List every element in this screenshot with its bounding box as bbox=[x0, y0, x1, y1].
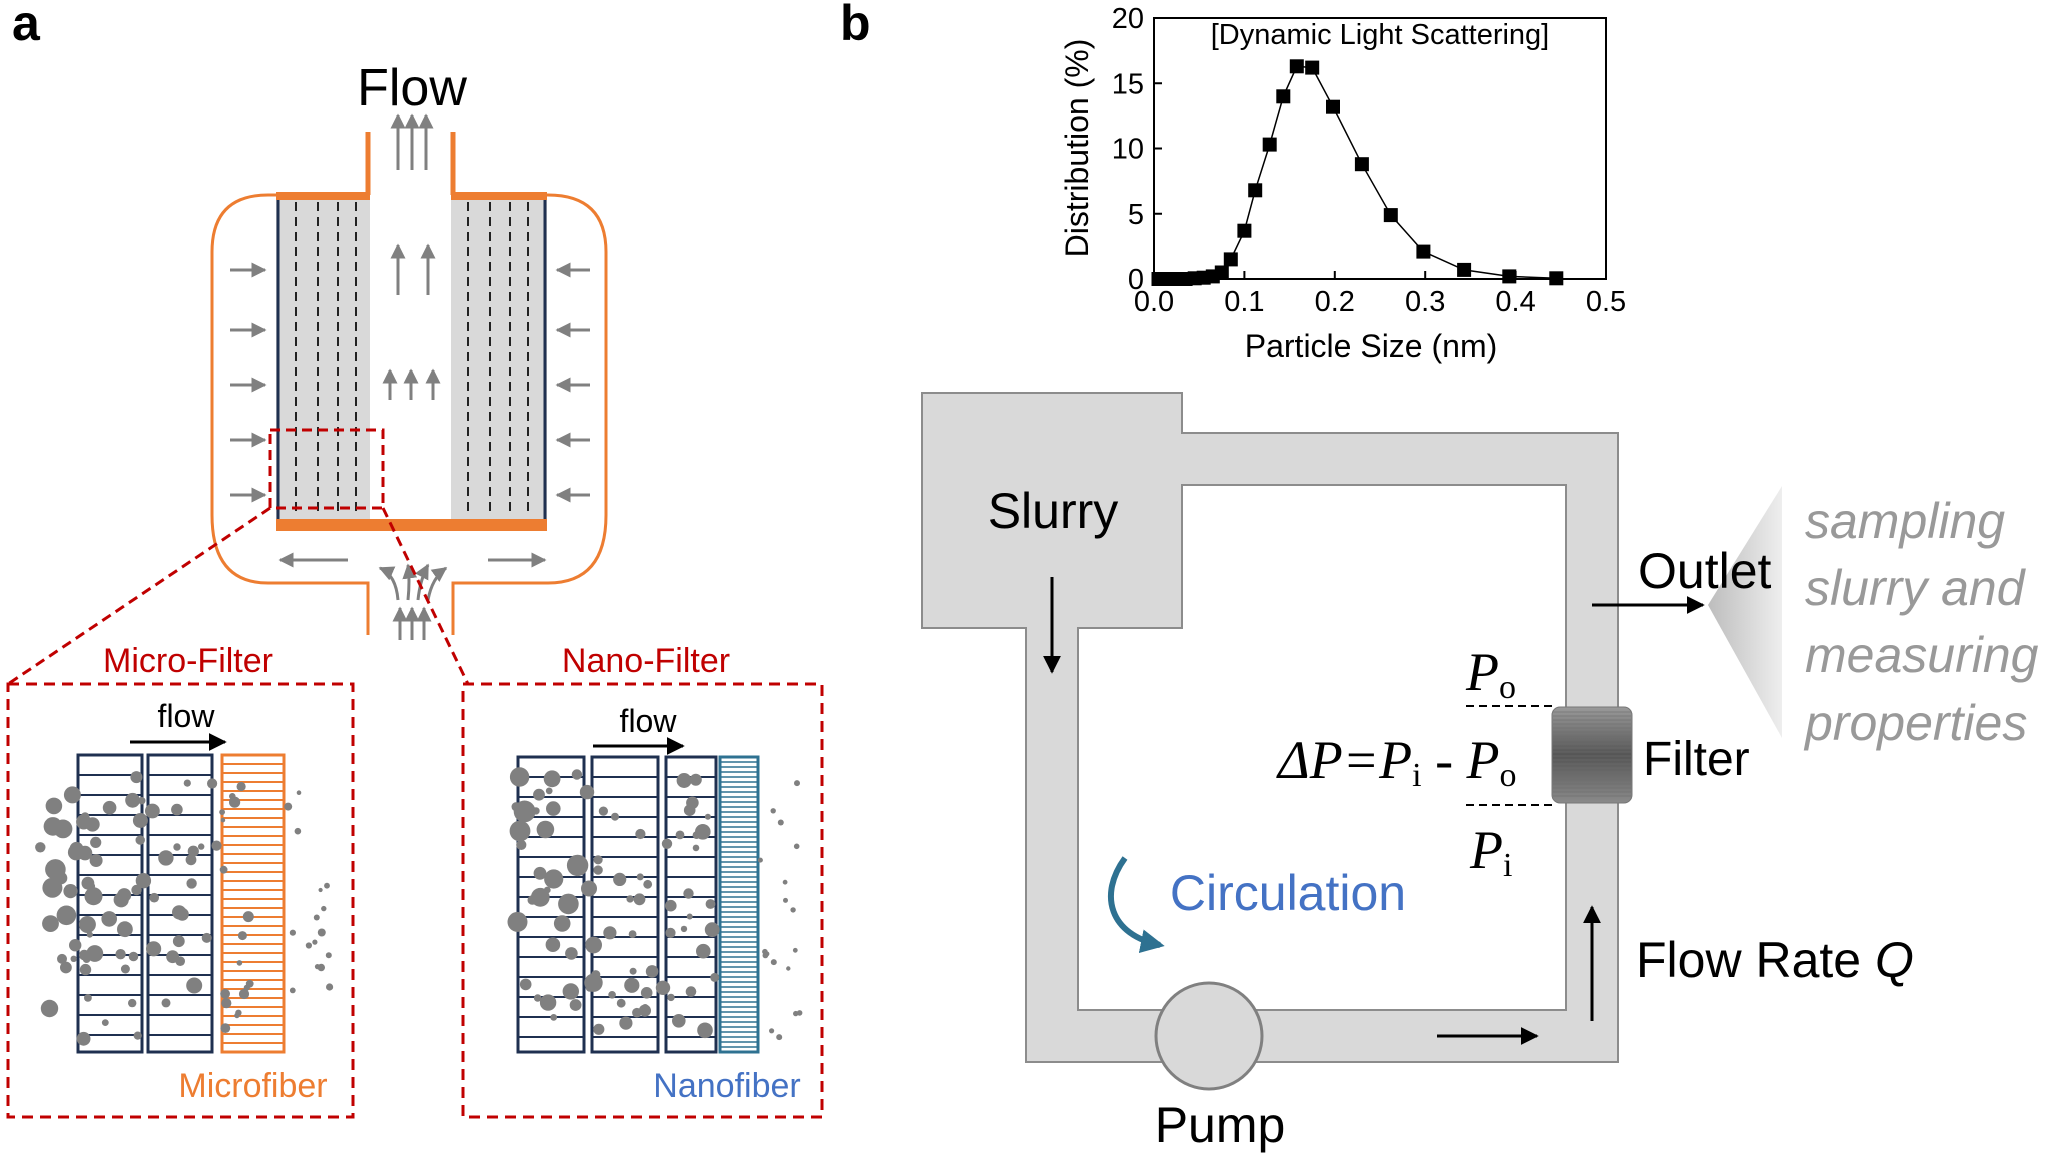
sampling-line-2: slurry and bbox=[1805, 560, 2027, 616]
sampling-line-4: properties bbox=[1803, 695, 2027, 751]
filter-media-left bbox=[276, 200, 370, 519]
nano-layer-2 bbox=[590, 755, 660, 1054]
p-inlet-label: Pi bbox=[1469, 820, 1512, 884]
chart-point bbox=[1305, 60, 1320, 75]
nano-filter-detail: Nano-Filter flow Nanofiber bbox=[461, 642, 824, 1119]
pipe-segment-6 bbox=[1026, 628, 1078, 1062]
chart-point bbox=[1248, 183, 1263, 198]
x-tick-label: 0.1 bbox=[1224, 286, 1264, 318]
nano-filter-title: Nano-Filter bbox=[562, 642, 730, 680]
pump-label: Pump bbox=[1155, 1097, 1286, 1153]
zoom-leader-left bbox=[7, 506, 271, 686]
nano-layer-1 bbox=[516, 755, 586, 1054]
chart-series-points bbox=[1151, 59, 1564, 286]
chart-ticks: 0.0 0.1 0.2 0.3 0.4 0.5 0 5 10 15 20 bbox=[1112, 3, 1626, 318]
chart-xlabel: Particle Size (nm) bbox=[1245, 328, 1498, 364]
circulation-pipe bbox=[921, 392, 1782, 1091]
filter-housing: Flow bbox=[7, 59, 608, 686]
panel-b-label: b bbox=[840, 0, 871, 51]
micro-filter-detail: Micro-Filter flow Microfiber bbox=[6, 642, 355, 1119]
sampling-line-3: measuring bbox=[1805, 627, 2039, 683]
dls-chart: [Dynamic Light Scattering] Particle Size… bbox=[1059, 3, 1626, 364]
p-outlet-label: Po bbox=[1465, 642, 1516, 706]
bottom-cap bbox=[276, 519, 547, 531]
micro-layer-1 bbox=[76, 753, 144, 1054]
pressure-lines bbox=[1466, 705, 1555, 806]
zoom-leader-right bbox=[381, 507, 470, 685]
filter-media-right bbox=[451, 200, 547, 519]
chart-point bbox=[1262, 137, 1277, 152]
chart-point bbox=[1457, 262, 1472, 277]
chart-point bbox=[1326, 99, 1340, 114]
micro-layer-2 bbox=[146, 753, 214, 1054]
slurry-label: Slurry bbox=[988, 483, 1119, 539]
pipe-segment-2 bbox=[1182, 433, 1618, 485]
nanofiber-ribs bbox=[720, 761, 758, 1048]
y-tick-label: 0 bbox=[1128, 264, 1144, 296]
chart-point bbox=[1214, 265, 1229, 280]
microfiber-layer bbox=[220, 753, 286, 1054]
sampling-text: sampling slurry and measuring properties bbox=[1803, 493, 2039, 751]
nanofiber-layer bbox=[718, 755, 760, 1054]
chart-point bbox=[1237, 223, 1252, 238]
circulation-label: Circulation bbox=[1170, 865, 1406, 921]
y-tick-label: 20 bbox=[1112, 3, 1144, 35]
chart-point bbox=[1289, 59, 1304, 74]
pipe-outline-outer bbox=[921, 392, 1619, 1063]
outlet-label: Outlet bbox=[1638, 543, 1772, 599]
sampling-cone bbox=[1708, 486, 1782, 738]
chart-point bbox=[1223, 252, 1238, 267]
delta-p-equation: ΔP=Pi - Po bbox=[1276, 730, 1517, 794]
chart-point bbox=[1416, 244, 1431, 259]
nanofiber-label: Nanofiber bbox=[653, 1067, 800, 1105]
chart-series-line bbox=[1158, 65, 1557, 280]
chart-point bbox=[1549, 271, 1564, 286]
housing-outline bbox=[210, 193, 608, 635]
micro-filter-box bbox=[6, 682, 355, 1119]
chart-title: [Dynamic Light Scattering] bbox=[1211, 19, 1549, 51]
top-cap-right bbox=[451, 192, 547, 202]
loop-arrows bbox=[1043, 577, 1705, 1045]
flow-title: Flow bbox=[357, 59, 467, 117]
chart-frame bbox=[1153, 17, 1607, 280]
flow-arrows bbox=[230, 113, 590, 640]
pump-icon bbox=[1154, 981, 1264, 1091]
panel-a-label: a bbox=[12, 0, 41, 51]
chart-point bbox=[1383, 208, 1398, 223]
micro-layer-2-ribs bbox=[148, 774, 212, 1036]
x-tick-label: 0.5 bbox=[1586, 286, 1626, 318]
x-tick-label: 0.0 bbox=[1134, 286, 1174, 318]
micro-particles bbox=[35, 771, 334, 1046]
zoom-box bbox=[268, 428, 385, 510]
micro-filter-title: Micro-Filter bbox=[103, 642, 273, 680]
y-tick-label: 5 bbox=[1128, 199, 1144, 231]
filter-label: Filter bbox=[1643, 733, 1750, 786]
top-cap-left bbox=[276, 192, 370, 202]
chart-point bbox=[1502, 269, 1517, 284]
x-tick-label: 0.4 bbox=[1495, 286, 1535, 318]
nano-flow-label: flow bbox=[620, 703, 678, 739]
filter-cartridge bbox=[1551, 706, 1633, 804]
media-fiber-lines bbox=[295, 202, 529, 517]
x-tick-label: 0.3 bbox=[1405, 286, 1445, 318]
y-tick-label: 15 bbox=[1112, 68, 1144, 100]
micro-flow-label: flow bbox=[158, 698, 216, 734]
chart-ylabel: Distribution (%) bbox=[1059, 39, 1095, 258]
circulation-arrow-icon bbox=[1107, 856, 1165, 953]
chart-point bbox=[1276, 89, 1291, 104]
x-tick-label: 0.2 bbox=[1315, 286, 1355, 318]
chart-point bbox=[1354, 157, 1369, 172]
nano-particles bbox=[507, 767, 803, 1041]
sampling-line-1: sampling bbox=[1805, 493, 2005, 549]
flow-rate-label: Flow Rate Q bbox=[1636, 932, 1914, 988]
y-tick-label: 10 bbox=[1112, 134, 1144, 166]
microfiber-label: Microfiber bbox=[178, 1067, 327, 1105]
